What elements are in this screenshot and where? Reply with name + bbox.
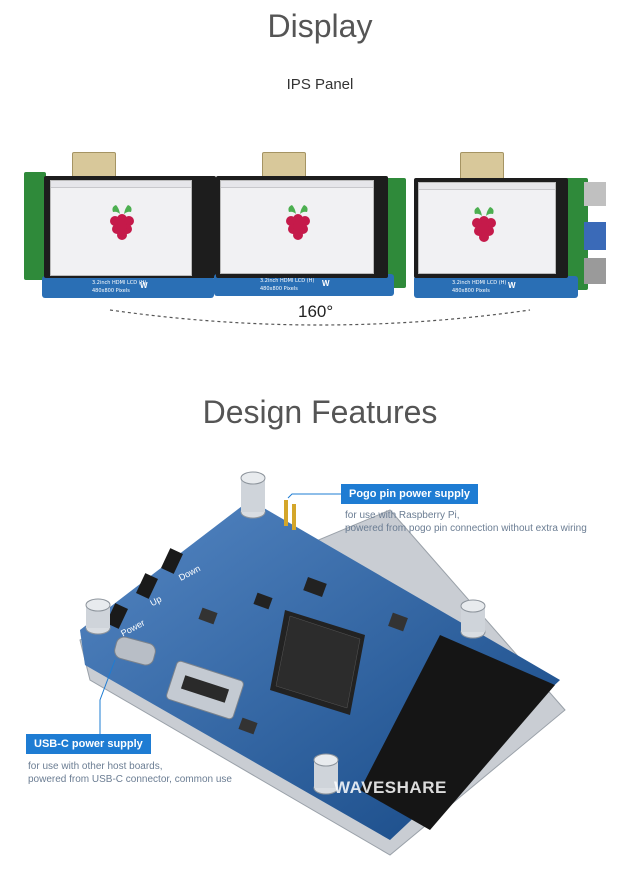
lcd-screen bbox=[50, 180, 192, 276]
features-title: Design Features bbox=[202, 394, 438, 430]
lcd-module-left: 3.2inch HDMI LCD (H) 480x800 Pixels W bbox=[20, 150, 216, 300]
usbc-callout-line1: for use with other host boards, bbox=[28, 761, 163, 772]
usbc-callout-heading: USB-C power supply bbox=[26, 734, 151, 754]
lcd-module-right: 3.2inch HDMI LCD (H) 480x800 Pixels W bbox=[412, 150, 612, 300]
lcd-screen bbox=[220, 180, 374, 274]
waveshare-logo-icon: W bbox=[508, 281, 516, 290]
display-title: Display bbox=[267, 8, 373, 44]
raspberry-logo-icon bbox=[110, 205, 134, 240]
waveshare-logo-icon: W bbox=[322, 279, 330, 288]
waveshare-watermark: WAVESHARE bbox=[334, 778, 447, 797]
viewing-angle-label: 160° bbox=[298, 302, 334, 321]
pogo-callout-line1: for use with Raspberry Pi, bbox=[345, 510, 460, 521]
waveshare-logo-icon: W bbox=[140, 281, 148, 290]
viewing-angle-arc bbox=[109, 309, 531, 326]
pogo-callout-line2: powered from pogo pin connection without… bbox=[345, 523, 587, 534]
lcd-board-back bbox=[79, 471, 566, 856]
lcd-module-center: 3.2inch HDMI LCD (H) 480x800 Pixels W bbox=[214, 150, 410, 300]
raspberry-logo-icon bbox=[286, 205, 310, 240]
usbc-callout-line2: powered from USB-C connector, common use bbox=[28, 774, 232, 785]
lcd-screen bbox=[418, 182, 556, 274]
display-subtitle: IPS Panel bbox=[286, 76, 354, 93]
pogo-callout-heading: Pogo pin power supply bbox=[341, 484, 478, 504]
raspberry-logo-icon bbox=[472, 207, 496, 242]
